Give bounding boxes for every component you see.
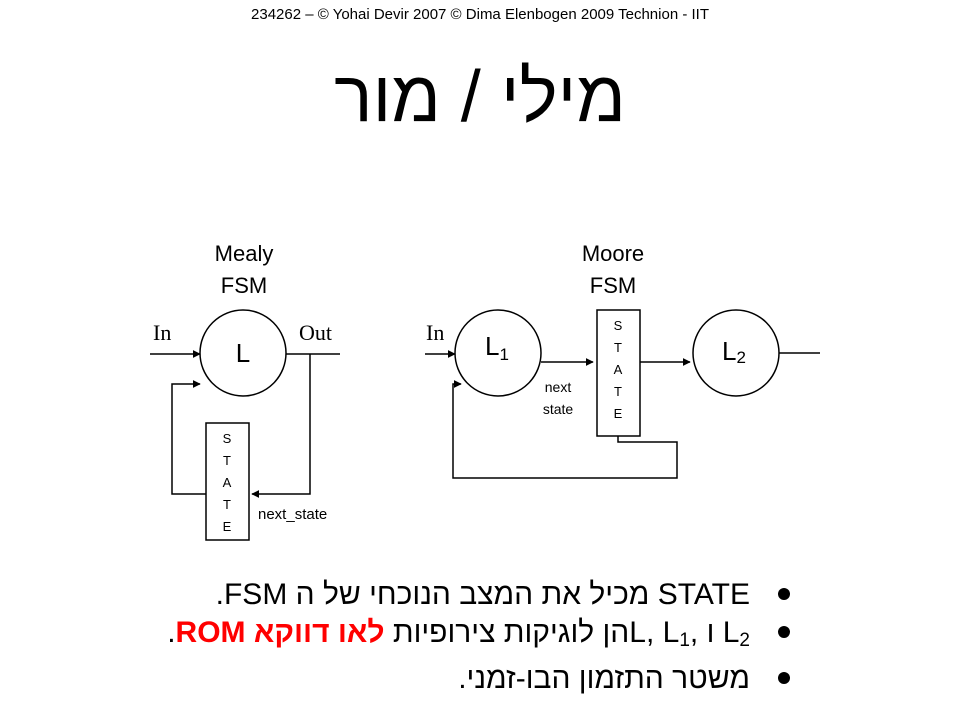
bullet-text-part: , ו L [689,616,740,649]
mealy-next-state-label: next_state [258,506,327,523]
mealy-logic-circle [199,309,287,397]
moore-label-line1: Moore [582,241,644,266]
bullet-list: STATE מכיל את המצב הנוכחי של ה FSM. L, L… [167,576,790,698]
bullet-text-part: L, L [629,616,680,649]
bullet-item-state: STATE מכיל את המצב הנוכחי של ה FSM. [216,576,790,614]
mealy-state-letter: T [223,497,231,512]
mealy-state-letter: S [223,431,232,446]
bullet-subscript: 2 [739,630,750,651]
bullet-text-part: . [167,616,176,649]
moore-l1-main: L [485,331,499,361]
mealy-next-state-line [251,354,311,498]
bullet-dot [778,588,790,600]
bullet-item-logic: L, L1, ו L2הן לוגיקות צירופיות לאו דווקא… [167,614,790,660]
mealy-label-line1: Mealy [215,241,274,266]
bullet-dot [778,672,790,684]
mealy-out-label: Out [299,320,332,345]
mealy-state-letter: A [223,475,232,490]
moore-next-state-line2: state [543,401,574,417]
mealy-label-line2: FSM [221,273,267,298]
slide-title: מילי / מור [334,57,626,137]
bullet-text: משטר התזמון הבו-זמני. [458,662,750,695]
bullet-text-segment: L, L1, ו L2 [629,616,750,651]
bullet-text-part: הן לוגיקות צירופיות [384,616,630,649]
mealy-in-label: In [153,320,171,345]
bullet-emphasis: לאו דווקא ROM [175,616,385,649]
header-credit: 234262 – © Yohai Devir 2007 © Dima Elenb… [251,6,709,23]
moore-state-letter: S [614,318,623,333]
moore-l1-label: L1 [485,331,509,364]
moore-label-line2: FSM [590,273,636,298]
moore-l1-sub: 1 [500,345,509,364]
moore-state-letter: T [614,340,622,355]
moore-state-register [596,309,641,437]
bullet-item-timing: משטר התזמון הבו-זמני. [230,660,790,698]
mealy-feedback-to-logic [171,380,206,495]
moore-state-letter: A [614,362,623,377]
bullet-subscript: 1 [679,630,690,651]
mealy-state-letters: S T A T E [223,431,232,534]
bullet-text: STATE מכיל את המצב הנוכחי של ה FSM. [215,578,750,611]
moore-state-letter: T [614,384,622,399]
moore-state-letter: E [614,406,623,421]
moore-state-letters: S T A T E [614,318,623,421]
moore-l2-label: L2 [722,336,746,367]
moore-next-state-line1: next [545,379,572,395]
mealy-state-letter: T [223,453,231,468]
moore-l2-sub: 2 [737,348,746,367]
mealy-state-letter: E [223,519,232,534]
moore-feedback-loop [452,380,678,479]
bullet-text: L, L1, ו L2הן לוגיקות צירופיות לאו דווקא… [167,614,750,660]
moore-l1-circle [454,309,542,397]
mealy-state-register [205,422,250,541]
bullet-dot [778,626,790,638]
moore-l2-main: L [722,336,736,366]
moore-in-label: In [426,320,444,345]
mealy-logic-label: L [236,338,250,368]
